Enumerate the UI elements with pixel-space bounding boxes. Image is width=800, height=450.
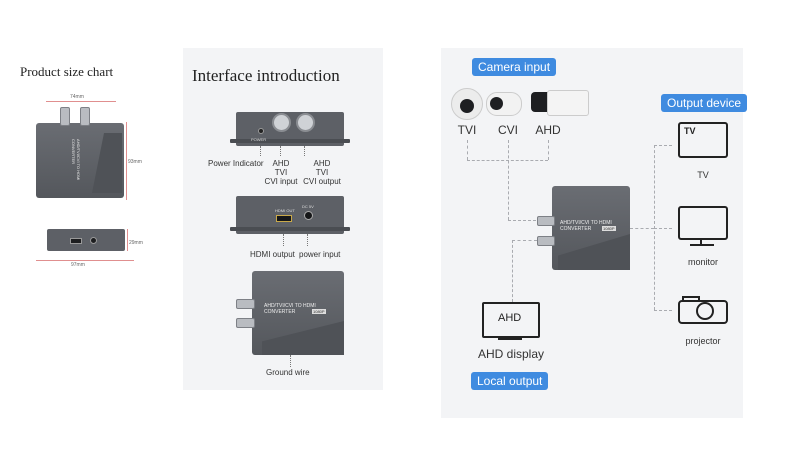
dc-label: DC 5V — [302, 204, 314, 209]
camera-label-cvi: CVI — [497, 123, 518, 137]
bnc-connector-1 — [60, 107, 70, 126]
bullet-camera-cvi-icon — [486, 92, 522, 116]
dim-height-side: 29mm — [129, 240, 143, 246]
label-power-indicator: Power Indicator — [208, 159, 264, 168]
converter-device: AHD/TVI/CVI TO HDMI CONVERTER 1080P — [552, 186, 630, 270]
output-device-pill: Output device — [661, 94, 748, 112]
camera-label-tvi: TVI — [457, 123, 477, 137]
projector-icon — [678, 296, 728, 326]
product-size-title: Product size chart — [20, 64, 114, 79]
bullet-camera-ahd-icon — [531, 90, 589, 116]
dim-width-top: 74mm — [70, 94, 84, 100]
output-label-monitor: monitor — [687, 257, 718, 267]
bnc-input-port — [272, 113, 291, 132]
dc-port — [304, 211, 313, 220]
label-hdmi-output: HDMI output — [250, 250, 295, 259]
label-power-input: power input — [299, 250, 341, 259]
interface-title: Interface introduction — [192, 66, 340, 85]
interface-device-top: AHD/TVI/CVI TO HDMI CONVERTER 1080P — [252, 271, 344, 355]
dim-width-bottom: 97mm — [71, 262, 85, 268]
dim-height: 93mm — [128, 159, 142, 165]
output-label-projector: projector — [685, 336, 721, 346]
size-device-side — [47, 229, 125, 251]
converter-bnc-1 — [537, 216, 555, 226]
hdmi-port-label: HDMI OUT — [275, 208, 295, 213]
bnc-side-2 — [236, 318, 255, 328]
camera-label-ahd: AHD — [535, 123, 561, 137]
bnc-connector-2 — [80, 107, 90, 126]
bnc-output-port — [296, 113, 315, 132]
dome-camera-icon — [451, 88, 483, 120]
camera-input-pill: Camera input — [472, 58, 557, 76]
output-label-tv: TV — [697, 170, 709, 180]
local-output-pill: Local output — [471, 372, 549, 390]
label-cvi-input: AHD TVI CVI input — [264, 159, 298, 186]
bnc-side-1 — [236, 299, 255, 309]
power-led — [258, 128, 264, 134]
power-panel-label: POWER — [251, 137, 267, 142]
monitor-icon — [678, 206, 728, 248]
label-ground-wire: Ground wire — [266, 368, 310, 377]
ahd-display-label: AHD display — [477, 347, 545, 361]
converter-bnc-2 — [537, 236, 555, 246]
tv-icon: TV — [678, 122, 728, 158]
size-device-top: AHD/TVI/CVI TO HDMI CONVERTER — [36, 123, 124, 198]
label-cvi-output: AHD TVI CVI output — [303, 159, 341, 186]
ahd-display-icon: AHD — [482, 302, 540, 340]
side-hdmi-port — [70, 238, 82, 244]
hdmi-port — [276, 215, 292, 222]
